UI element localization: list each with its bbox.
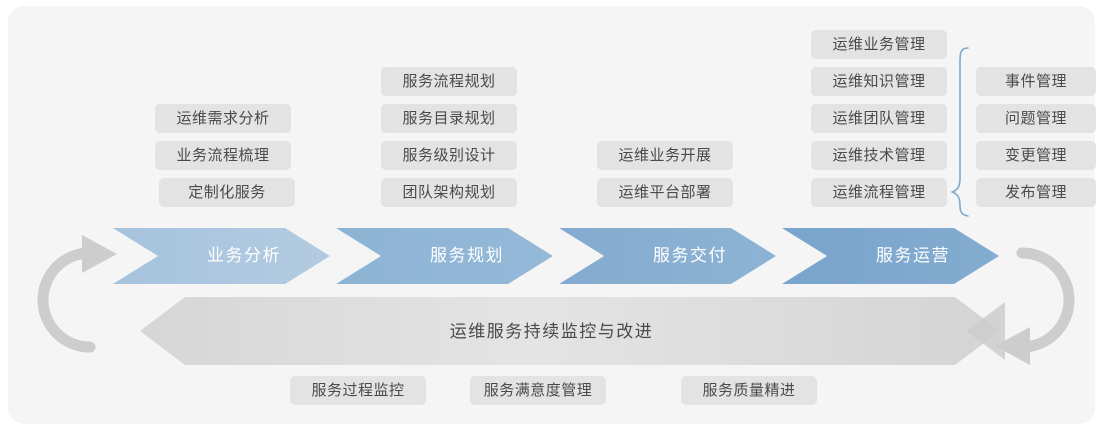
stage-chevron-2	[336, 228, 553, 284]
chip-col3-item1[interactable]: 运维业务开展	[597, 141, 733, 170]
chip-brace-item3[interactable]: 变更管理	[976, 141, 1096, 170]
chip-col2-item1[interactable]: 服务流程规划	[381, 67, 517, 96]
chip-col3-item2[interactable]: 运维平台部署	[597, 178, 733, 207]
stage-label-3: 服务交付	[653, 246, 727, 266]
chip-col4-item2[interactable]: 运维知识管理	[811, 67, 947, 96]
chip-col4-item5[interactable]: 运维流程管理	[811, 178, 947, 207]
cycle-arrow-right	[1016, 247, 1075, 353]
chip-brace-item2[interactable]: 问题管理	[976, 104, 1096, 133]
chip-col4-item1[interactable]: 运维业务管理	[811, 30, 947, 59]
continuous-improvement-label: 运维服务持续监控与改进	[449, 322, 654, 342]
chip-col2-item2[interactable]: 服务目录规划	[381, 104, 517, 133]
stage-label-1: 业务分析	[207, 246, 281, 266]
chip-col4-item4[interactable]: 运维技术管理	[811, 141, 947, 170]
chip-col1-item1[interactable]: 运维需求分析	[155, 104, 291, 133]
chip-brace-item4[interactable]: 发布管理	[976, 178, 1096, 207]
chip-col2-item3[interactable]: 服务级别设计	[381, 141, 517, 170]
cycle-arrow-left-head	[82, 235, 117, 273]
stage-label-4: 服务运营	[876, 246, 950, 266]
chip-bottom-item1[interactable]: 服务过程监控	[290, 376, 426, 405]
chip-bottom-item3[interactable]: 服务质量精进	[681, 376, 817, 405]
cycle-arrow-left	[37, 247, 96, 353]
stage-chevron-1	[113, 228, 330, 284]
chip-col1-item2[interactable]: 业务流程梳理	[155, 141, 291, 170]
grouping-brace	[951, 47, 969, 217]
band-arrow-head	[966, 302, 1005, 360]
chip-col2-item4[interactable]: 团队架构规划	[381, 178, 517, 207]
chip-bottom-item2[interactable]: 服务满意度管理	[470, 376, 606, 405]
stage-chevron-4	[782, 228, 999, 284]
stage-label-2: 服务规划	[430, 246, 504, 266]
chip-col1-item3[interactable]: 定制化服务	[159, 178, 295, 207]
cycle-arrow-right-head	[995, 327, 1030, 365]
chip-brace-item1[interactable]: 事件管理	[976, 67, 1096, 96]
chip-col4-item3[interactable]: 运维团队管理	[811, 104, 947, 133]
stage-chevron-3	[559, 228, 776, 284]
continuous-improvement-band	[140, 297, 1000, 365]
